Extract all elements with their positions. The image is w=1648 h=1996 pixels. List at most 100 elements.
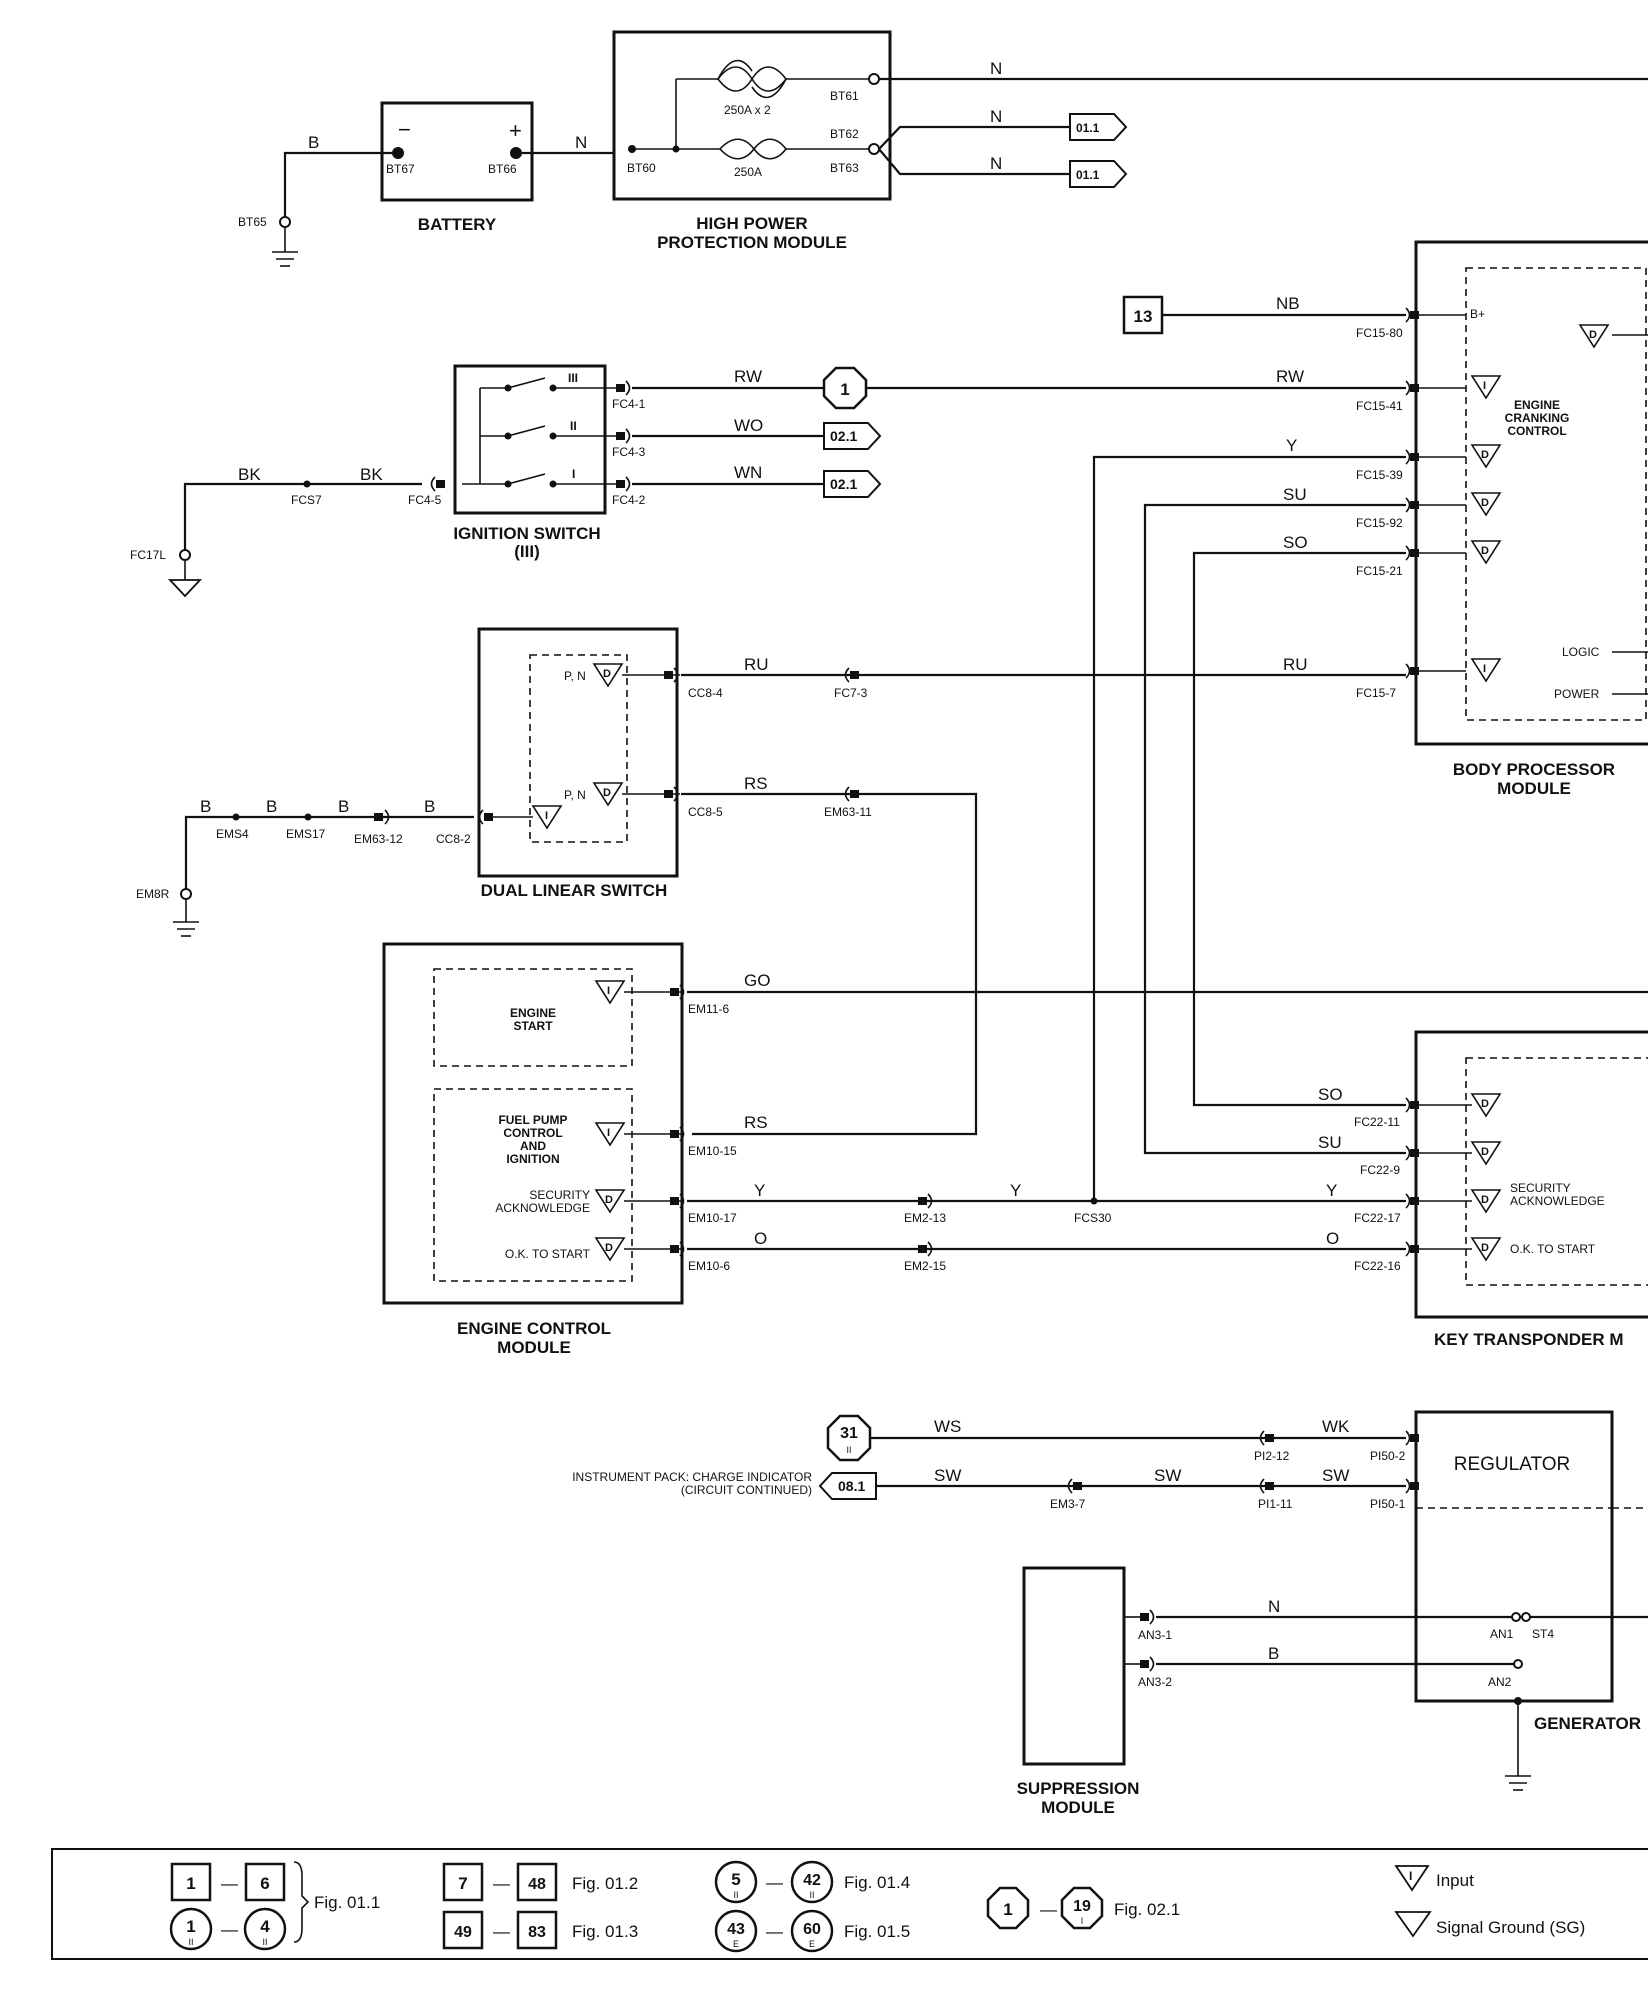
ktm-title: KEY TRANSPONDER M: [1434, 1330, 1624, 1349]
svg-text:I: I: [1483, 663, 1486, 675]
ecm-start-1: ENGINE: [510, 1006, 556, 1020]
legend-fig-01-1: Fig. 01.1: [314, 1893, 380, 1912]
pin-bt67: BT67: [386, 162, 415, 176]
ground-symbol-em8r: [173, 900, 199, 937]
wire-so: [1192, 551, 1406, 1107]
svg-text:II: II: [809, 1890, 814, 1900]
svg-text:1: 1: [186, 1917, 195, 1936]
ecm-fp-3: AND: [520, 1139, 546, 1153]
ecm-ok: O.K. TO START: [505, 1247, 591, 1261]
battery-pos-terminal: [510, 147, 522, 159]
wire-label-rs-a: RS: [744, 774, 768, 793]
svg-text:—: —: [1040, 1900, 1057, 1919]
pin-em2-15: EM2-15: [904, 1259, 946, 1273]
bpm-power-label: POWER: [1554, 687, 1600, 701]
fuse-250a-x2: [717, 59, 787, 99]
splice-fcs7: [303, 480, 311, 488]
pin-an3-1: AN3-1: [1138, 1628, 1172, 1642]
ref-octagon-31: 31 II: [826, 1414, 872, 1462]
ignition-switch: IGNITION SWITCH (III) III II I: [453, 364, 618, 561]
svg-text:D: D: [1589, 329, 1597, 341]
wire-label-b-3: B: [338, 797, 349, 816]
splice-fcs30: [1090, 1197, 1098, 1205]
bpm-logic-label: LOGIC: [1562, 645, 1600, 659]
wire-label-so-ktm: SO: [1318, 1085, 1343, 1104]
note-charge-indicator: INSTRUMENT PACK: CHARGE INDICATOR: [572, 1470, 812, 1484]
wire-label-y-bpm: Y: [1286, 436, 1297, 455]
battery-plus: +: [509, 118, 522, 143]
svg-text:60: 60: [803, 1921, 821, 1938]
wire-label-rw-a: RW: [734, 367, 762, 386]
ecm-fp-4: IGNITION: [506, 1152, 559, 1166]
legend-fig-02-1: Fig. 02.1: [1114, 1900, 1180, 1919]
fuse2-label: 250A: [734, 165, 762, 179]
svg-text:D: D: [1481, 545, 1489, 557]
ground-fc17l: FC17L: [130, 548, 166, 562]
hppm-title-2: PROTECTION MODULE: [657, 233, 847, 252]
ecm-fp-2: CONTROL: [503, 1126, 562, 1140]
suppression-module: SUPPRESSION MODULE: [1017, 1566, 1155, 1817]
splice-fcs7-label: FCS7: [291, 493, 322, 507]
svg-text:D: D: [603, 668, 611, 680]
svg-text:—: —: [221, 1874, 238, 1893]
svg-text:I: I: [1409, 1869, 1412, 1883]
ktm-sec-1: SECURITY: [1510, 1181, 1571, 1195]
ecc-line-3: CONTROL: [1507, 424, 1566, 438]
svg-text:02.1: 02.1: [830, 428, 857, 444]
pin-fc22-9: FC22-9: [1360, 1163, 1400, 1177]
legend-fig-01-2: Fig. 01.2: [572, 1874, 638, 1893]
ktm-connectors: [1405, 1097, 1472, 1257]
ignition-title-1: IGNITION SWITCH: [453, 524, 600, 543]
wire-rs: [681, 792, 978, 1136]
pin-cc8-5: CC8-5: [688, 805, 723, 819]
wire-b-dls: [184, 815, 474, 891]
note-circuit-continued: (CIRCUIT CONTINUED): [681, 1483, 812, 1497]
svg-text:D: D: [1481, 449, 1489, 461]
ktm-ok: O.K. TO START: [1510, 1242, 1596, 1256]
ecm-title-2: MODULE: [497, 1338, 571, 1357]
svg-text:I: I: [1081, 1916, 1084, 1926]
wire-label-bk-a: BK: [238, 465, 261, 484]
ref-arrow-01-1-a: 01.1: [1069, 113, 1128, 141]
pin-em63-12: EM63-12: [354, 832, 403, 846]
pin-bt63: BT63: [830, 161, 859, 175]
legend: 1 — 6 1 II — 4 II Fig. 01.1 7 — 48 Fig. …: [51, 1848, 1648, 1960]
bpm-symbols: I D D D I D: [1470, 324, 1610, 683]
legend-sq-1: 1: [186, 1874, 195, 1893]
battery-minus: −: [398, 117, 411, 142]
svg-text:I: I: [545, 810, 548, 822]
wire-label-ru-b: RU: [1283, 655, 1308, 674]
pin-an1: AN1: [1490, 1627, 1514, 1641]
svg-text:D: D: [1481, 1098, 1489, 1110]
ignition-title-2: (III): [514, 542, 540, 561]
pin-em3-7: EM3-7: [1050, 1497, 1086, 1511]
ref-octagon-1: 1: [822, 366, 868, 410]
svg-text:II: II: [262, 1937, 267, 1947]
dls-pn1: P, N: [564, 669, 586, 683]
wire-label-bk-b: BK: [360, 465, 383, 484]
svg-text:E: E: [809, 1939, 815, 1949]
battery-title: BATTERY: [418, 215, 497, 234]
svg-text:II: II: [188, 1937, 193, 1947]
splice-ems17-label: EMS17: [286, 827, 326, 841]
svg-text:D: D: [603, 787, 611, 799]
splice-ems17: [304, 813, 312, 821]
wire-label-n: N: [575, 133, 587, 152]
pin-fc4-1: FC4-1: [612, 397, 646, 411]
pin-pi50-2: PI50-2: [1370, 1449, 1406, 1463]
pin-fc22-17: FC22-17: [1354, 1211, 1401, 1225]
pin-fc7-3: FC7-3: [834, 686, 868, 700]
svg-text:D: D: [1481, 1242, 1489, 1254]
bpm-connectors: [1405, 307, 1466, 679]
pin-fc15-92: FC15-92: [1356, 516, 1403, 530]
svg-text:E: E: [733, 1939, 739, 1949]
svg-text:08.1: 08.1: [838, 1478, 865, 1494]
wire-label-n-main: N: [990, 59, 1002, 78]
legend-fig-01-4: Fig. 01.4: [844, 1873, 910, 1892]
pin-fc4-3: FC4-3: [612, 445, 646, 459]
svg-text:D: D: [1481, 1146, 1489, 1158]
splice-ems4-label: EMS4: [216, 827, 249, 841]
wire-b-battery-ground: [283, 151, 392, 222]
pin-an3-2: AN3-2: [1138, 1675, 1172, 1689]
wire-label-su-bpm: SU: [1283, 485, 1307, 504]
